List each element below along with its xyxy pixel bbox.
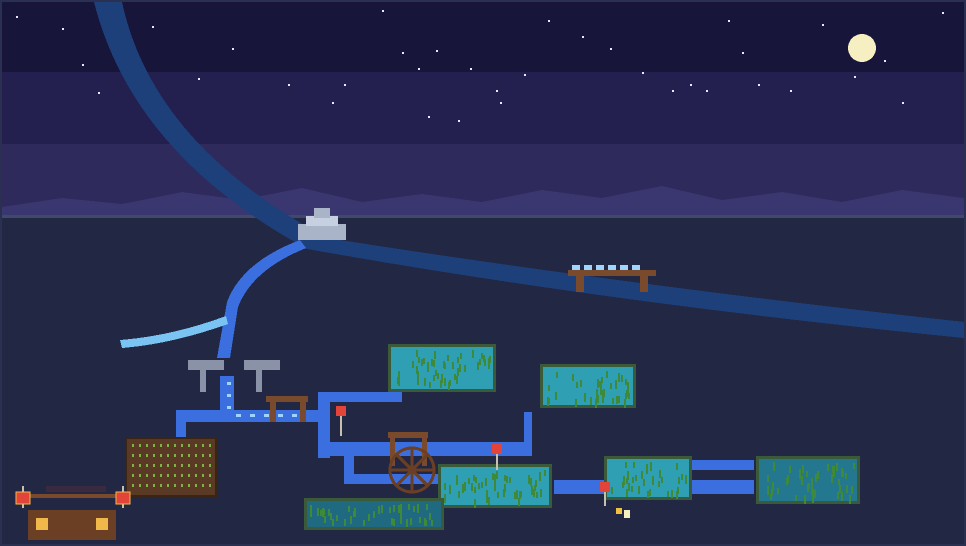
waterwheel-icon bbox=[388, 432, 436, 494]
star-icon bbox=[790, 90, 792, 92]
sluice-gate-icon bbox=[188, 360, 280, 392]
soil-plot-icon bbox=[125, 437, 217, 497]
star-field bbox=[16, 10, 944, 122]
star-icon bbox=[418, 68, 420, 70]
star-icon bbox=[942, 12, 944, 14]
star-icon bbox=[642, 72, 644, 74]
star-icon bbox=[822, 24, 824, 26]
star-icon bbox=[288, 84, 290, 86]
star-icon bbox=[382, 10, 384, 12]
field-icon bbox=[756, 456, 860, 504]
well-house-icon bbox=[266, 396, 308, 422]
field-icon bbox=[438, 464, 552, 508]
canal-flow-dots bbox=[227, 382, 297, 417]
star-icon bbox=[344, 84, 346, 86]
fields bbox=[304, 344, 860, 530]
moon-icon bbox=[848, 34, 876, 62]
sky bbox=[2, 2, 964, 72]
star-icon bbox=[428, 116, 430, 118]
star-icon bbox=[332, 102, 334, 104]
star-icon bbox=[458, 120, 460, 122]
star-icon bbox=[610, 48, 612, 50]
river-upper bbox=[94, 2, 320, 246]
star-icon bbox=[706, 90, 708, 92]
horizon-line bbox=[2, 215, 964, 218]
field-icon bbox=[304, 498, 444, 530]
lantern-icon bbox=[15, 486, 131, 508]
star-icon bbox=[16, 16, 18, 18]
star-icon bbox=[884, 60, 886, 62]
star-icon bbox=[470, 68, 472, 70]
star-icon bbox=[742, 52, 744, 54]
star-icon bbox=[198, 78, 200, 80]
star-icon bbox=[728, 20, 730, 22]
farmer-icon bbox=[616, 508, 630, 518]
star-icon bbox=[62, 28, 64, 30]
star-icon bbox=[582, 36, 584, 38]
main-channel bbox=[217, 240, 306, 358]
star-icon bbox=[524, 74, 526, 76]
flag-icon bbox=[336, 406, 610, 506]
field-icon bbox=[604, 456, 692, 500]
star-icon bbox=[496, 90, 498, 92]
star-icon bbox=[232, 48, 234, 50]
house-icon bbox=[22, 486, 126, 540]
star-icon bbox=[548, 20, 550, 22]
star-icon bbox=[758, 84, 760, 86]
star-icon bbox=[902, 102, 904, 104]
star-icon bbox=[402, 52, 404, 54]
star-icon bbox=[98, 92, 100, 94]
field-icon bbox=[540, 364, 636, 408]
star-icon bbox=[690, 84, 692, 86]
star-icon bbox=[152, 26, 154, 28]
river-lower bbox=[302, 234, 964, 338]
bridge-icon bbox=[568, 265, 656, 292]
star-icon bbox=[82, 64, 84, 66]
spillway bbox=[120, 316, 228, 348]
field-icon bbox=[388, 344, 496, 392]
star-icon bbox=[672, 90, 674, 92]
star-icon bbox=[500, 102, 502, 104]
star-icon bbox=[854, 76, 856, 78]
dam-icon bbox=[298, 208, 346, 240]
mountain-range bbox=[2, 186, 964, 218]
star-icon bbox=[436, 50, 438, 52]
